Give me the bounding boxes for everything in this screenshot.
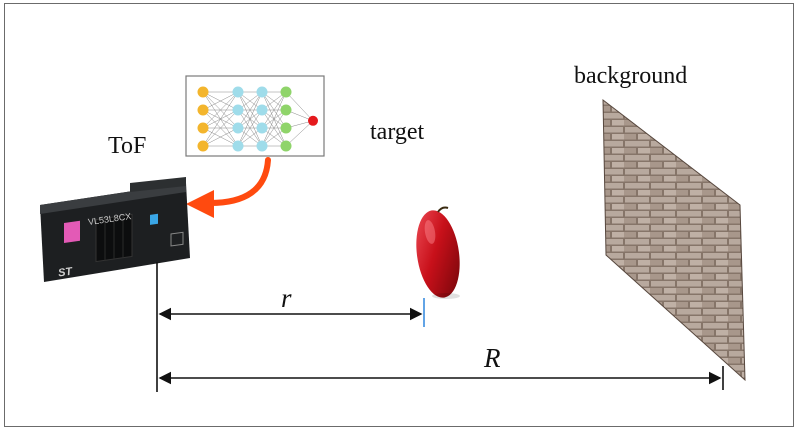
nn-connection [202,109,239,147]
nn-connection [202,91,239,111]
nn-node [256,86,268,98]
nn-node [232,122,244,134]
r-label: r [281,283,292,313]
nn-node [280,86,292,98]
nn-connection [285,120,314,147]
nn-connection [237,109,263,147]
nn-node [308,115,318,126]
red-curved-arrow [186,157,271,218]
nn-connection [202,127,239,147]
neural-network-diagram [185,75,325,157]
nn-connection [261,91,287,147]
nn-connection [261,109,287,147]
target-label: target [370,119,425,145]
brick-wall [602,98,746,382]
background-label: background [574,63,688,89]
nn-node [280,140,292,152]
apple-target [416,206,460,299]
nn-node [256,122,268,134]
tof-label: ToF [108,133,147,159]
nn-connection [237,91,263,147]
nn-node [280,104,292,116]
sensor-lens [95,213,133,263]
nn-connection [202,91,239,129]
R-label: R [484,343,501,373]
tof-sensor-device [40,177,190,282]
nn-node [232,140,244,152]
nn-node [232,104,244,116]
nn-node [232,86,244,98]
nn-node [197,86,209,98]
nn-node [256,140,268,152]
nn-node [197,122,209,134]
nn-node [197,140,209,152]
nn-node [256,104,268,116]
nn-node [197,104,209,116]
nn-node [280,122,292,134]
nn-connection [202,91,239,147]
nn-connection [285,91,314,121]
nn-connection [261,91,287,129]
st-logo: ST [57,265,74,279]
nn-connection [237,91,263,129]
